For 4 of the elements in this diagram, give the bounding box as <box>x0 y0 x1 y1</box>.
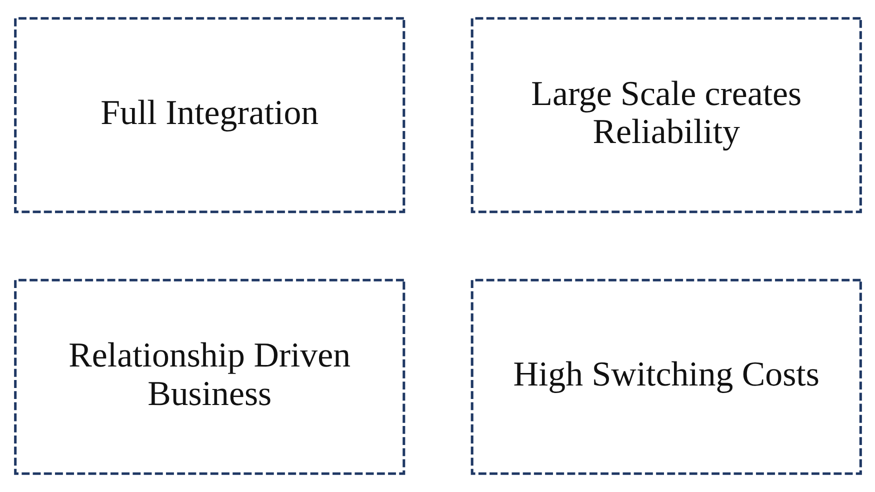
node-box: High Switching Costs <box>470 278 862 475</box>
node-box: Full Integration <box>14 17 405 214</box>
node-box: Large Scale creates Reliability <box>470 17 862 214</box>
node-box: Relationship Driven Business <box>14 278 405 475</box>
